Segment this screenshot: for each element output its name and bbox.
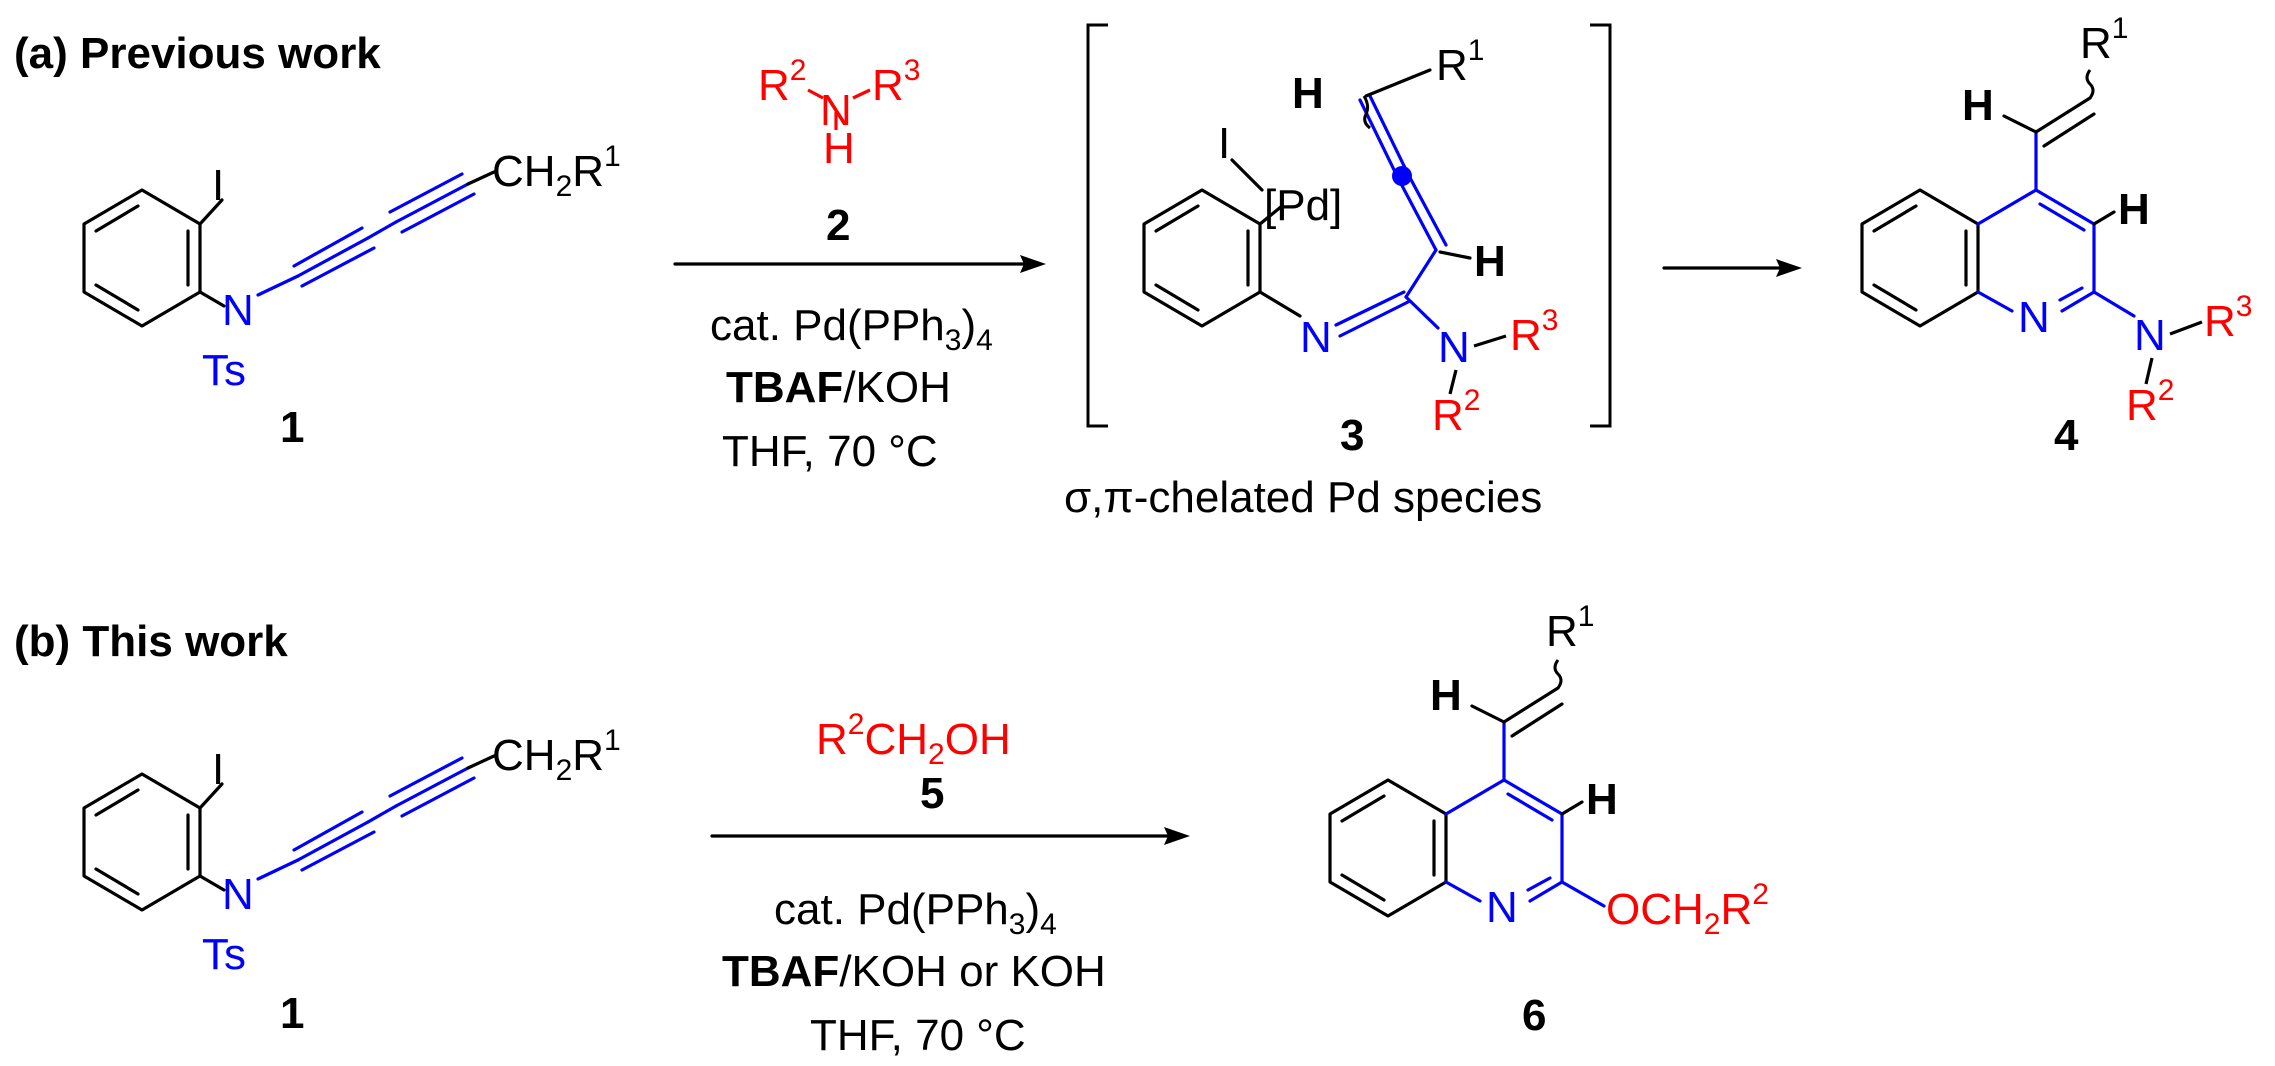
solvent-line: THF, 70 °C (810, 1011, 1026, 1060)
iodo-label: I (212, 745, 224, 794)
product4-h-ring: H (2118, 185, 2150, 234)
right-bracket (1590, 23, 1612, 428)
amine-r3: R3 (872, 54, 920, 110)
imine-n-label: N (1300, 313, 1332, 362)
amine-n-label: N (1438, 323, 1470, 372)
arrowhead-icon (1776, 259, 1802, 277)
compound-label-6: 6 (1522, 991, 1546, 1040)
ch2r1-label: CH2R1 (492, 724, 621, 787)
product6-r1: R1 (1546, 600, 1594, 656)
base-line: TBAF/KOH or KOH (722, 947, 1106, 996)
compound-label-3: 3 (1340, 411, 1364, 460)
product-4: N R1 H H N R3 R2 4 (1860, 12, 2252, 460)
allene-h-right: H (1474, 237, 1506, 286)
allene-h-top: H (1292, 69, 1324, 118)
alcohol-formula: R2CH2OH (816, 708, 1011, 771)
product4-r1: R1 (2080, 12, 2128, 68)
catalyst-line: cat. Pd(PPh3)4 (774, 885, 1057, 941)
section-b-heading: (b) This work (14, 617, 288, 666)
product4-r3: R3 (2204, 290, 2252, 346)
ring-n-label: N (2018, 293, 2050, 342)
tosyl-label: Ts (202, 930, 246, 979)
section-a-heading: (a) Previous work (14, 29, 381, 78)
catalyst-line: cat. Pd(PPh3)4 (710, 301, 993, 357)
amine-r2: R2 (758, 54, 806, 110)
wavy-bond-icon (1553, 659, 1563, 689)
ring-n-label: N (1486, 883, 1518, 932)
nitrogen-label: N (222, 870, 254, 919)
compound-label-5: 5 (920, 769, 944, 818)
intermediate-3: [Pd] I N H R1 H N R3 R2 3 σ,π-chelated P… (1064, 34, 1558, 522)
conditions-b: cat. Pd(PPh3)4 TBAF/KOH or KOH THF, 70 °… (722, 885, 1106, 1060)
product-6: N R1 H H OCH2R2 6 (1328, 600, 1769, 1040)
pd-label: [Pd] (1264, 181, 1342, 230)
wavy-bond-icon (2085, 69, 2095, 99)
alcohol-reagent-5: R2CH2OH 5 (816, 708, 1011, 818)
intermediate-r2: R2 (1432, 384, 1480, 440)
compound-1-a: I N Ts CH2R1 1 (82, 140, 621, 452)
amine-h: H (823, 124, 855, 173)
nitrogen-label: N (222, 286, 254, 335)
intermediate-caption: σ,π-chelated Pd species (1064, 473, 1542, 522)
product6-ether: OCH2R2 (1606, 878, 1769, 941)
ch2r1-label: CH2R1 (492, 140, 621, 203)
pd-iodo-label: I (1218, 119, 1230, 168)
conditions-a: cat. Pd(PPh3)4 TBAF/KOH THF, 70 °C (710, 301, 993, 476)
intermediate-r1: R1 (1436, 34, 1484, 90)
product4-h-vinyl: H (1962, 81, 1994, 130)
wavy-bond-icon (1362, 95, 1371, 130)
compound-label-1: 1 (280, 403, 304, 452)
solvent-line: THF, 70 °C (722, 427, 938, 476)
arrowhead-icon (1020, 255, 1046, 273)
left-bracket (1086, 23, 1108, 428)
base-line: TBAF/KOH (726, 363, 951, 412)
iodo-label: I (212, 161, 224, 210)
compound-label-1: 1 (280, 989, 304, 1038)
compound-1-b: I N Ts CH2R1 1 (82, 724, 621, 1038)
tosyl-label: Ts (202, 346, 246, 395)
compound-label-2: 2 (826, 201, 850, 250)
product4-r2: R2 (2126, 374, 2174, 430)
intermediate-r3: R3 (1510, 304, 1558, 360)
allene-center-icon (1392, 166, 1412, 186)
product6-h-vinyl: H (1430, 671, 1462, 720)
amine-reagent-2: R2 N R3 H 2 (758, 54, 920, 250)
arrowhead-icon (1164, 827, 1190, 845)
product6-h-ring: H (1586, 775, 1618, 824)
product4-amine-n: N (2134, 311, 2166, 360)
compound-label-4: 4 (2054, 411, 2079, 460)
